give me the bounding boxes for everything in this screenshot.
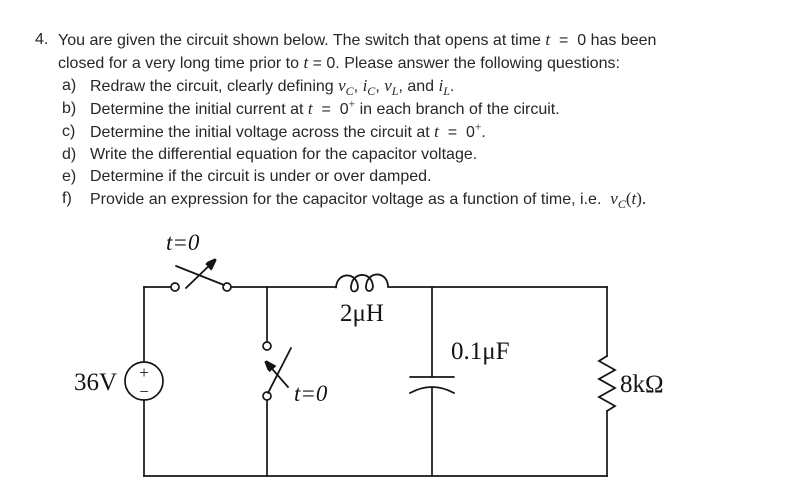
text-segment: , and <box>398 78 439 95</box>
item-text: Determine the initial current at t = 0+ … <box>90 98 735 121</box>
math-v: v <box>338 76 346 95</box>
math-sub-c: C <box>345 84 354 99</box>
question-item-e: e) Determine if the circuit is under or … <box>58 166 735 188</box>
middle-switch: t=0 <box>262 341 328 406</box>
text-segment: in each branch of the circuit. <box>355 101 560 118</box>
math-t: t <box>303 53 309 72</box>
math-v: v <box>610 189 618 208</box>
math-v: v <box>384 76 392 95</box>
item-text: Determine if the circuit is under or ove… <box>90 168 432 185</box>
math-sub-c: C <box>617 197 626 212</box>
inductor: 2μH <box>335 273 389 327</box>
problem-intro-body: You are given the circuit shown below. T… <box>58 29 735 211</box>
source-label: 36V <box>74 369 117 396</box>
text-segment: . <box>449 78 455 95</box>
resistor-label: 8kΩ <box>620 371 664 398</box>
item-text: Redraw the circuit, clearly defining vC,… <box>90 75 735 98</box>
math-sub-l: L <box>391 84 399 99</box>
question-item-a: a) Redraw the circuit, clearly defining … <box>58 75 735 98</box>
item-text: Determine the initial voltage across the… <box>90 121 735 144</box>
text-segment: ). <box>636 189 647 208</box>
text-segment: = 0 <box>312 101 349 118</box>
math-i: i <box>362 76 368 95</box>
item-label: e) <box>62 168 77 185</box>
inductor-coil <box>335 273 389 293</box>
switch-terminal <box>262 391 272 401</box>
problem-statement: 4. You are given the circuit shown below… <box>35 29 735 211</box>
question-item-f: f) Provide an expression for the capacit… <box>58 188 735 211</box>
source-circle <box>124 361 164 401</box>
text-segment: Determine the initial current at <box>90 101 308 118</box>
top-switch-label: t=0 <box>166 230 200 255</box>
math-sub-l: L <box>443 84 450 99</box>
switch-blade <box>267 347 292 394</box>
switch-terminal <box>262 341 272 351</box>
text-segment: , <box>375 78 385 95</box>
top-switch: t=0 <box>166 230 232 292</box>
item-text: Write the differential equation for the … <box>90 146 478 163</box>
switch-arrow <box>267 363 289 388</box>
math-t: t <box>434 122 439 141</box>
intro-line-2: closed for a very long time prior to t =… <box>58 52 735 75</box>
text-segment: Determine the initial voltage across the… <box>90 124 435 141</box>
middle-switch-label: t=0 <box>294 381 328 406</box>
question-item-c: c) Determine the initial voltage across … <box>58 121 735 144</box>
capacitor-label: 0.1μF <box>451 338 510 365</box>
text-segment: = 0 <box>438 124 475 141</box>
question-item-b: b) Determine the initial current at t = … <box>58 98 735 121</box>
item-label: f) <box>62 190 72 207</box>
item-label: a) <box>62 77 77 94</box>
text-segment: ( <box>625 189 632 208</box>
resistor: 8kΩ <box>597 355 664 412</box>
source-minus-sign: − <box>139 382 149 401</box>
circuit-wires <box>143 286 608 477</box>
problem-number: 4. <box>35 31 49 48</box>
math-sup-plus: + <box>474 121 482 134</box>
item-label: d) <box>62 146 77 163</box>
question-item-d: d) Write the differential equation for t… <box>58 144 735 166</box>
item-label: b) <box>62 100 77 117</box>
source-plus-sign: + <box>139 363 149 382</box>
math-t: t <box>307 99 313 118</box>
voltage-source: + − 36V <box>74 361 164 401</box>
problem-intro: 4. You are given the circuit shown below… <box>35 29 735 211</box>
item-label: c) <box>62 123 76 140</box>
switch-terminal <box>170 282 180 292</box>
text-segment: , <box>353 78 363 95</box>
intro2-text2: = 0. Please answer the following questio… <box>308 55 620 72</box>
text-segment: Redraw the circuit, clearly defining <box>90 78 339 95</box>
math-sup-plus: + <box>348 98 356 111</box>
math-t: t <box>631 189 637 208</box>
math-i: i <box>438 76 444 95</box>
math-sub-c: C <box>367 84 376 99</box>
inductor-label: 2μH <box>340 300 384 327</box>
intro-line-1: You are given the circuit shown below. T… <box>58 29 735 52</box>
capacitor-plate-bottom <box>409 386 455 394</box>
item-text: Provide an expression for the capacitor … <box>90 188 735 211</box>
resistor-zigzag <box>597 355 617 412</box>
intro1-text2: = 0 has been <box>550 32 657 49</box>
math-t: t <box>545 30 551 49</box>
text-segment: Provide an expression for the capacitor … <box>90 191 611 208</box>
text-segment: . <box>481 124 486 141</box>
intro2-text: closed for a very long time prior to <box>58 55 304 72</box>
capacitor: 0.1μF <box>409 338 510 394</box>
switch-terminal <box>222 282 232 292</box>
switch-arrow <box>185 261 214 289</box>
intro1-text: You are given the circuit shown below. T… <box>58 32 546 49</box>
